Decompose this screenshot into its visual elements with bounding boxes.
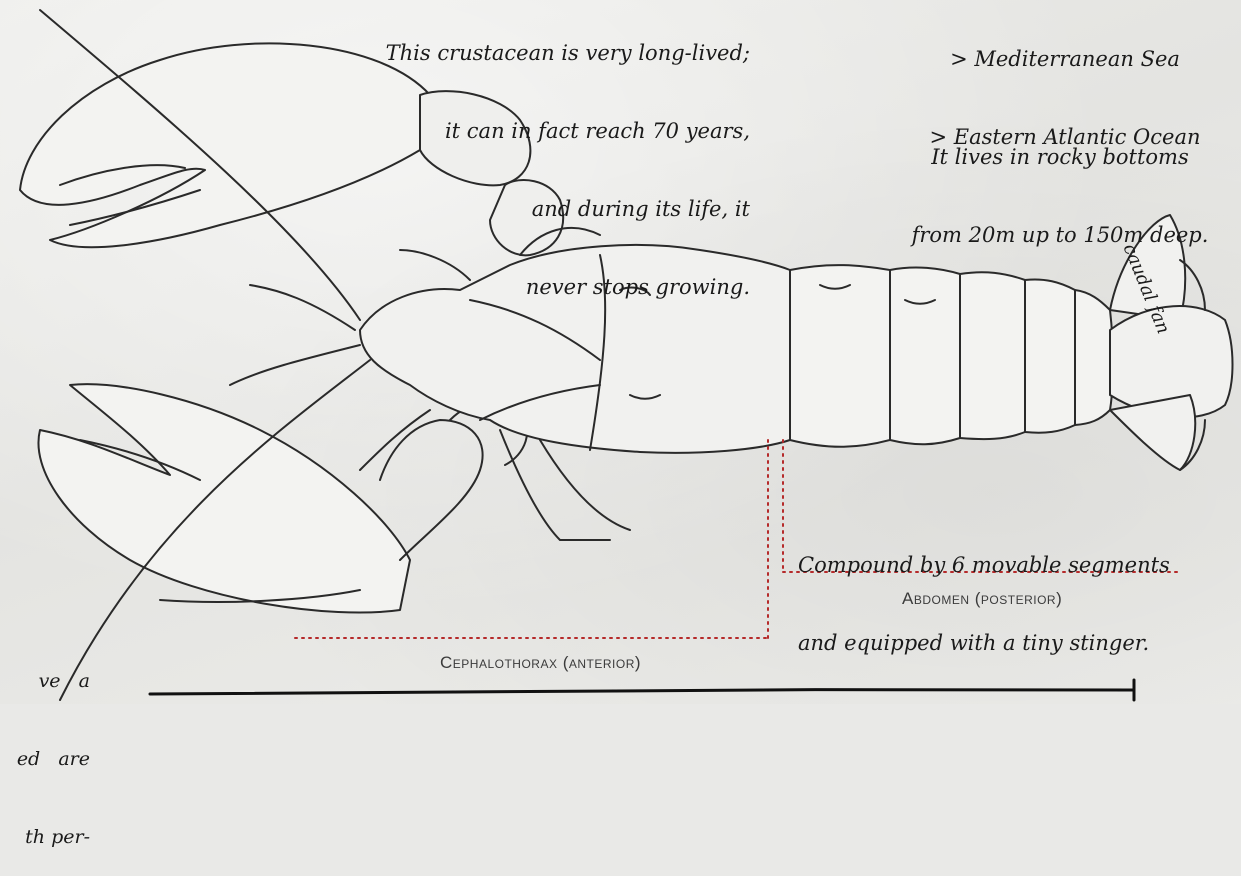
longevity-note-line: never stops growing. [300, 274, 750, 300]
distribution-line: > Mediterranean Sea [900, 46, 1230, 72]
abdomen-note-line: Compound by 6 movable segments [798, 552, 1178, 578]
left-note-line: ve a [0, 668, 90, 694]
habitat-line: from 20m up to 150m deep. [880, 222, 1240, 248]
longevity-note: This crustacean is very long-lived; it c… [300, 0, 750, 326]
longevity-note-line: and during its life, it [300, 196, 750, 222]
left-note-fragment: ve a ed are th per- [0, 616, 90, 876]
longevity-note-line: This crustacean is very long-lived; [300, 40, 750, 66]
left-note-line: ed are [0, 746, 90, 772]
habitat-line: It lives in rocky bottoms [880, 144, 1240, 170]
abdomen-label: Abdomen (posterior) [902, 589, 1062, 609]
abdomen-note-line: and equipped with a tiny stinger. [798, 630, 1178, 656]
longevity-note-line: it can in fact reach 70 years, [300, 118, 750, 144]
bottom-frame-line [150, 690, 1134, 694]
left-note-line: th per- [0, 824, 90, 850]
habitat-note: It lives in rocky bottoms from 20m up to… [880, 92, 1240, 274]
cephalothorax-label: Cephalothorax (anterior) [440, 653, 641, 673]
